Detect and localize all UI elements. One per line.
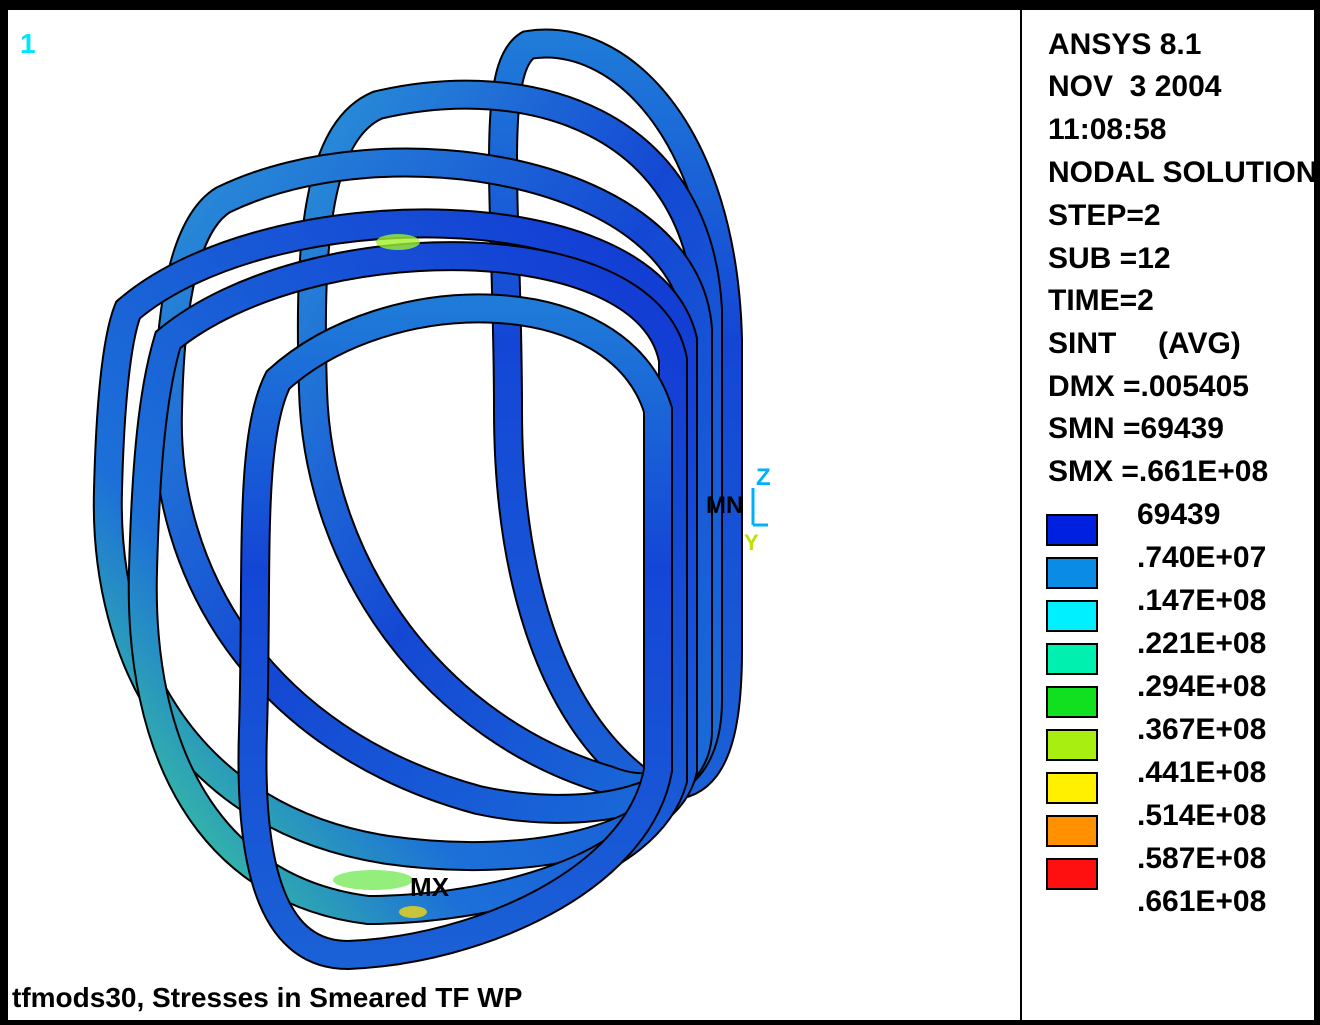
legend-label: .221E+08 (1137, 627, 1267, 660)
plot-date: NOV 3 2004 (1048, 70, 1222, 103)
model-viewport[interactable]: Z Y 1 MX MN tfmods30, Stresses in Smeare… (8, 10, 1022, 1020)
plot-title: tfmods30, Stresses in Smeared TF WP (12, 982, 523, 1013)
result-item: SINT (AVG) (1048, 327, 1241, 360)
smx-value: SMX =.661E+08 (1048, 455, 1269, 488)
stress-hotspot (333, 870, 413, 890)
tf-coil-model: Z Y (92, 28, 771, 971)
legend-swatch (1046, 772, 1098, 804)
legend-swatch (1046, 815, 1098, 847)
time-value: TIME=2 (1048, 284, 1154, 317)
step-value: STEP=2 (1048, 199, 1161, 232)
legend-swatch (1046, 557, 1098, 589)
ansys-graphics-window: Z Y 1 MX MN tfmods30, Stresses in Smeare… (6, 8, 1316, 1022)
solution-type: NODAL SOLUTION (1048, 156, 1314, 189)
legend-label: .514E+08 (1137, 799, 1267, 832)
legend-label: 69439 (1137, 498, 1221, 531)
product-version: ANSYS 8.1 (1048, 28, 1202, 61)
legend-panel: ANSYS 8.1 NOV 3 2004 11:08:58 NODAL SOLU… (1022, 10, 1314, 1020)
window-number: 1 (20, 28, 36, 59)
axis-z-label: Z (756, 464, 771, 491)
legend-label: .740E+07 (1137, 541, 1267, 574)
legend-swatch (1046, 686, 1098, 718)
legend-label: .294E+08 (1137, 670, 1267, 703)
plot-time: 11:08:58 (1048, 113, 1167, 146)
legend-swatch (1046, 643, 1098, 675)
substep-value: SUB =12 (1048, 242, 1171, 275)
stress-hotspot (399, 906, 427, 918)
smn-value: SMN =69439 (1048, 412, 1224, 445)
legend-swatch (1046, 858, 1098, 890)
legend-label: .367E+08 (1137, 713, 1267, 746)
dmx-value: DMX =.005405 (1048, 370, 1249, 403)
legend-label: .147E+08 (1137, 584, 1267, 617)
legend-swatch (1046, 600, 1098, 632)
legend-swatch (1046, 514, 1098, 546)
axis-triad: Z Y (744, 464, 771, 555)
legend-label: .661E+08 (1137, 885, 1267, 918)
max-stress-marker: MX (410, 872, 449, 902)
stress-hotspot (376, 234, 420, 250)
legend-swatch (1046, 729, 1098, 761)
axis-y-label: Y (744, 530, 759, 555)
min-stress-marker: MN (706, 492, 744, 519)
legend-label: .587E+08 (1137, 842, 1267, 875)
legend-label: .441E+08 (1137, 756, 1267, 789)
